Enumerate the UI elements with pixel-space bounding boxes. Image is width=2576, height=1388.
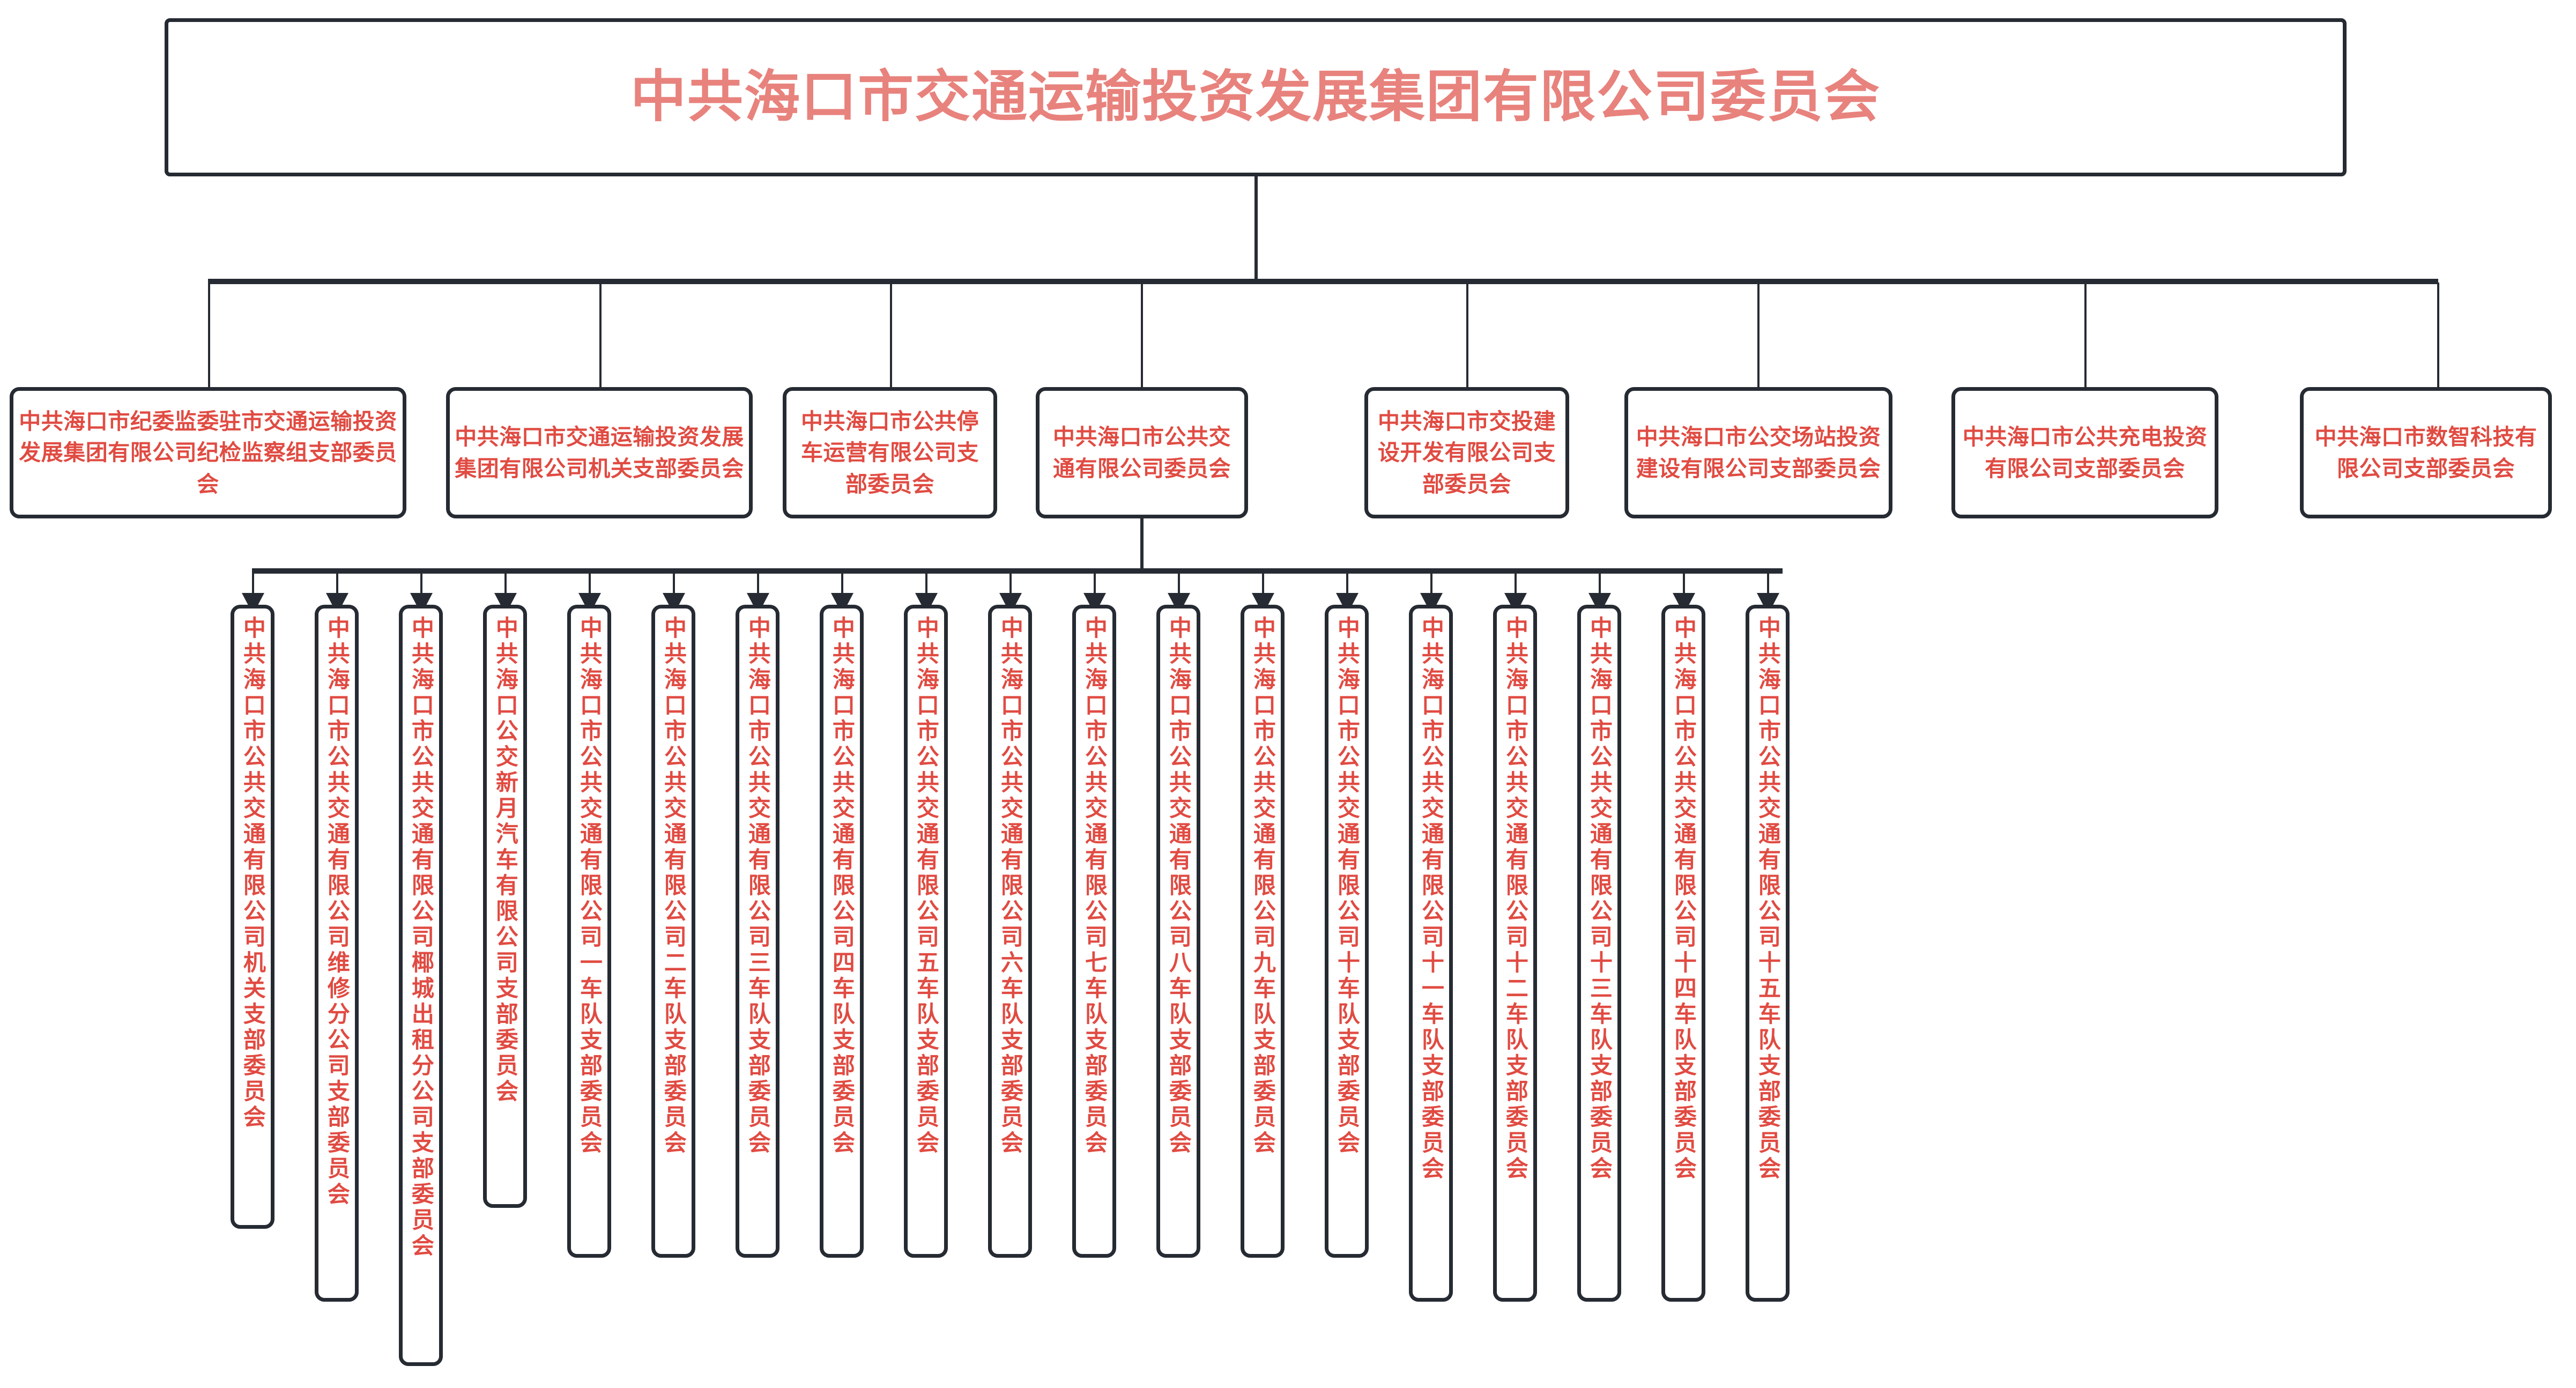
level3-label-c15: 中共海口市公共交通有限公司十一车队支部委员会 (1419, 616, 1444, 1182)
level3-node-c17[interactable]: 中共海口市公共交通有限公司十三车队支部委员会 (1577, 605, 1621, 1302)
level3-drop-13 (1262, 573, 1264, 597)
level3-drop-3 (420, 573, 422, 597)
level2-label-jwjc: 中共海口市纪委监委驻市交通运输投资发展集团有限公司纪检监察组支部委员会 (19, 409, 397, 496)
level3-label-c02: 中共海口市公共交通有限公司维修分公司支部委员会 (324, 616, 350, 1208)
level3-label-c10: 中共海口市公共交通有限公司六车队支部委员会 (998, 616, 1023, 1156)
level3-node-c05[interactable]: 中共海口市公共交通有限公司一车队支部委员会 (567, 605, 611, 1258)
level3-label-c05: 中共海口市公共交通有限公司一车队支部委员会 (577, 616, 603, 1156)
level3-drop-16 (1515, 573, 1517, 597)
level3-node-c03[interactable]: 中共海口市公共交通有限公司椰城出租分公司支部委员会 (399, 605, 443, 1366)
level3-drop-8 (841, 573, 843, 597)
level3-label-c09: 中共海口市公共交通有限公司五车队支部委员会 (914, 616, 939, 1156)
level3-node-c07[interactable]: 中共海口市公共交通有限公司三车队支部委员会 (736, 605, 780, 1258)
level3-label-c03: 中共海口市公共交通有限公司椰城出租分公司支部委员会 (409, 616, 434, 1259)
level2-node-shuzhi[interactable]: 中共海口市数智科技有限公司支部委员会 (2300, 387, 2552, 518)
level3-node-c06[interactable]: 中共海口市公共交通有限公司二车队支部委员会 (651, 605, 695, 1258)
level2-node-jiguan[interactable]: 中共海口市交通运输投资发展集团有限公司机关支部委员会 (446, 387, 753, 518)
level3-label-c12: 中共海口市公共交通有限公司八车队支部委员会 (1166, 616, 1192, 1156)
level2-node-jwjc[interactable]: 中共海口市纪委监委驻市交通运输投资发展集团有限公司纪检监察组支部委员会 (10, 387, 406, 518)
level2-drop-6 (1757, 283, 1760, 387)
root-node-party-committee[interactable]: 中共海口市交通运输投资发展集团有限公司委员会 (165, 18, 2347, 176)
level3-node-c10[interactable]: 中共海口市公共交通有限公司六车队支部委员会 (988, 605, 1032, 1258)
level2-node-gongjiao[interactable]: 中共海口市公共交通有限公司委员会 (1036, 387, 1248, 518)
level3-label-c08: 中共海口市公共交通有限公司四车队支部委员会 (829, 616, 855, 1156)
level3-label-c19: 中共海口市公共交通有限公司十五车队支部委员会 (1755, 616, 1781, 1182)
level3-node-c02[interactable]: 中共海口市公共交通有限公司维修分公司支部委员会 (315, 605, 359, 1302)
level3-node-c13[interactable]: 中共海口市公共交通有限公司九车队支部委员会 (1241, 605, 1285, 1258)
root-stem-connector (1254, 176, 1258, 283)
level2-node-tingche[interactable]: 中共海口市公共停车运营有限公司支部委员会 (783, 387, 997, 518)
level3-drop-7 (757, 573, 759, 597)
level3-bus-connector (252, 568, 1783, 574)
level3-node-c04[interactable]: 中共海口公交新月汽车有限公司支部委员会 (483, 605, 527, 1208)
level3-drop-10 (1009, 573, 1012, 597)
level2-label-jiguan: 中共海口市交通运输投资发展集团有限公司机关支部委员会 (455, 425, 744, 481)
level3-drop-9 (925, 573, 927, 597)
level2-label-tingche: 中共海口市公共停车运营有限公司支部委员会 (801, 409, 979, 496)
level2-label-chongdian: 中共海口市公共充电投资有限公司支部委员会 (1962, 425, 2208, 481)
level3-drop-18 (1683, 573, 1685, 597)
level3-node-c19[interactable]: 中共海口市公共交通有限公司十五车队支部委员会 (1746, 605, 1790, 1302)
level3-node-c12[interactable]: 中共海口市公共交通有限公司八车队支部委员会 (1156, 605, 1200, 1258)
level2-drop-8 (2437, 283, 2439, 387)
level3-drop-11 (1094, 573, 1096, 597)
level2-node-jiaotou[interactable]: 中共海口市交投建设开发有限公司支部委员会 (1364, 387, 1569, 518)
level3-node-c08[interactable]: 中共海口市公共交通有限公司四车队支部委员会 (820, 605, 864, 1258)
level3-node-c11[interactable]: 中共海口市公共交通有限公司七车队支部委员会 (1072, 605, 1116, 1258)
root-node-title: 中共海口市交通运输投资发展集团有限公司委员会 (630, 66, 1881, 129)
level3-stem-connector (1140, 518, 1144, 572)
level3-label-c14: 中共海口市公共交通有限公司十车队支部委员会 (1334, 616, 1360, 1156)
level3-drop-5 (589, 573, 591, 597)
level2-drop-4 (1141, 283, 1143, 387)
level2-drop-2 (599, 283, 602, 387)
level3-node-c15[interactable]: 中共海口市公共交通有限公司十一车队支部委员会 (1409, 605, 1453, 1302)
level2-drop-1 (208, 283, 210, 387)
level2-drop-7 (2084, 283, 2087, 387)
level2-label-gongjiao: 中共海口市公共交通有限公司委员会 (1053, 425, 1231, 481)
level2-node-chongdian[interactable]: 中共海口市公共充电投资有限公司支部委员会 (1951, 387, 2218, 518)
level3-label-c06: 中共海口市公共交通有限公司二车队支部委员会 (661, 616, 687, 1156)
level2-bus-connector (208, 279, 2438, 284)
level2-label-changzhan: 中共海口市公交场站投资建设有限公司支部委员会 (1636, 425, 1881, 481)
level3-drop-12 (1178, 573, 1180, 597)
level3-node-c18[interactable]: 中共海口市公共交通有限公司十四车队支部委员会 (1661, 605, 1705, 1302)
level3-node-c14[interactable]: 中共海口市公共交通有限公司十车队支部委员会 (1325, 605, 1369, 1258)
level2-label-jiaotou: 中共海口市交投建设开发有限公司支部委员会 (1378, 409, 1556, 496)
level3-drop-19 (1767, 573, 1769, 597)
level3-drop-17 (1599, 573, 1601, 597)
level3-drop-15 (1430, 573, 1432, 597)
level2-label-shuzhi: 中共海口市数智科技有限公司支部委员会 (2314, 425, 2537, 481)
level2-drop-5 (1466, 283, 1468, 387)
level2-drop-3 (890, 283, 892, 387)
level3-label-c18: 中共海口市公共交通有限公司十四车队支部委员会 (1671, 616, 1697, 1182)
level3-drop-6 (673, 573, 675, 597)
level3-label-c07: 中共海口市公共交通有限公司三车队支部委员会 (745, 616, 771, 1156)
level2-node-changzhan[interactable]: 中共海口市公交场站投资建设有限公司支部委员会 (1624, 387, 1892, 518)
level3-node-c16[interactable]: 中共海口市公共交通有限公司十二车队支部委员会 (1493, 605, 1537, 1302)
level3-node-c01[interactable]: 中共海口市公共交通有限公司机关支部委员会 (231, 605, 274, 1229)
level3-label-c01: 中共海口市公共交通有限公司机关支部委员会 (240, 616, 266, 1131)
level3-label-c13: 中共海口市公共交通有限公司九车队支部委员会 (1250, 616, 1276, 1156)
level3-drop-4 (504, 573, 507, 597)
level3-drop-2 (336, 573, 338, 597)
level3-label-c04: 中共海口公交新月汽车有限公司支部委员会 (493, 616, 518, 1105)
level3-label-c11: 中共海口市公共交通有限公司七车队支部委员会 (1082, 616, 1108, 1156)
level3-drop-1 (252, 573, 254, 597)
level3-label-c16: 中共海口市公共交通有限公司十二车队支部委员会 (1503, 616, 1528, 1182)
level3-node-c09[interactable]: 中共海口市公共交通有限公司五车队支部委员会 (904, 605, 948, 1258)
level3-drop-14 (1346, 573, 1348, 597)
level3-label-c17: 中共海口市公共交通有限公司十三车队支部委员会 (1587, 616, 1613, 1182)
